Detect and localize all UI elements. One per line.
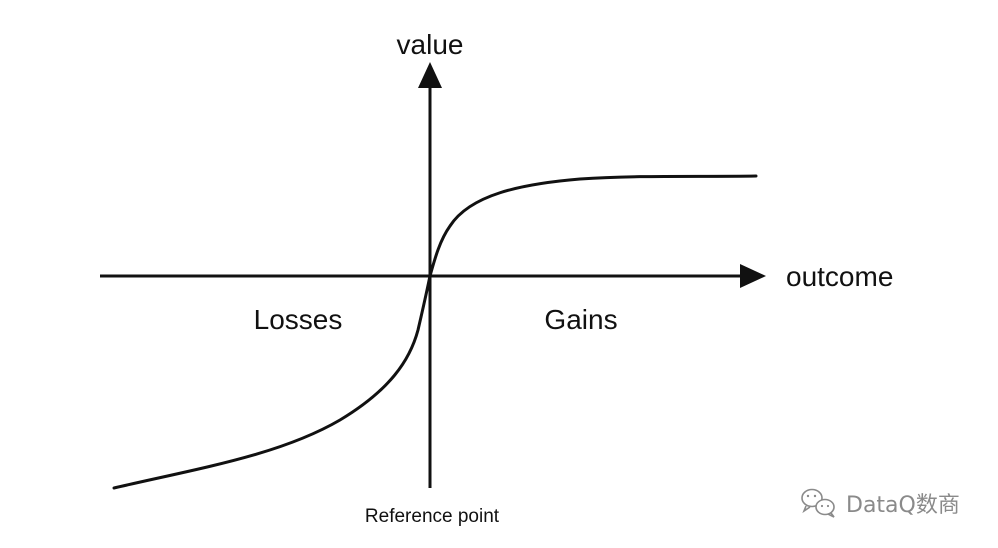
value-curve (112, 174, 758, 490)
losses-label: Losses (254, 304, 343, 335)
gains-label: Gains (544, 304, 617, 335)
y-axis-label: value (397, 29, 464, 60)
watermark: DataQ数商 (801, 488, 960, 518)
y-axis-arrowhead (418, 62, 442, 88)
watermark-text: DataQ数商 (846, 493, 960, 518)
x-axis-label: outcome (786, 261, 893, 292)
reference-point-label: Reference point (365, 506, 500, 527)
wechat-icon (801, 488, 835, 518)
x-axis-arrowhead (740, 264, 766, 288)
